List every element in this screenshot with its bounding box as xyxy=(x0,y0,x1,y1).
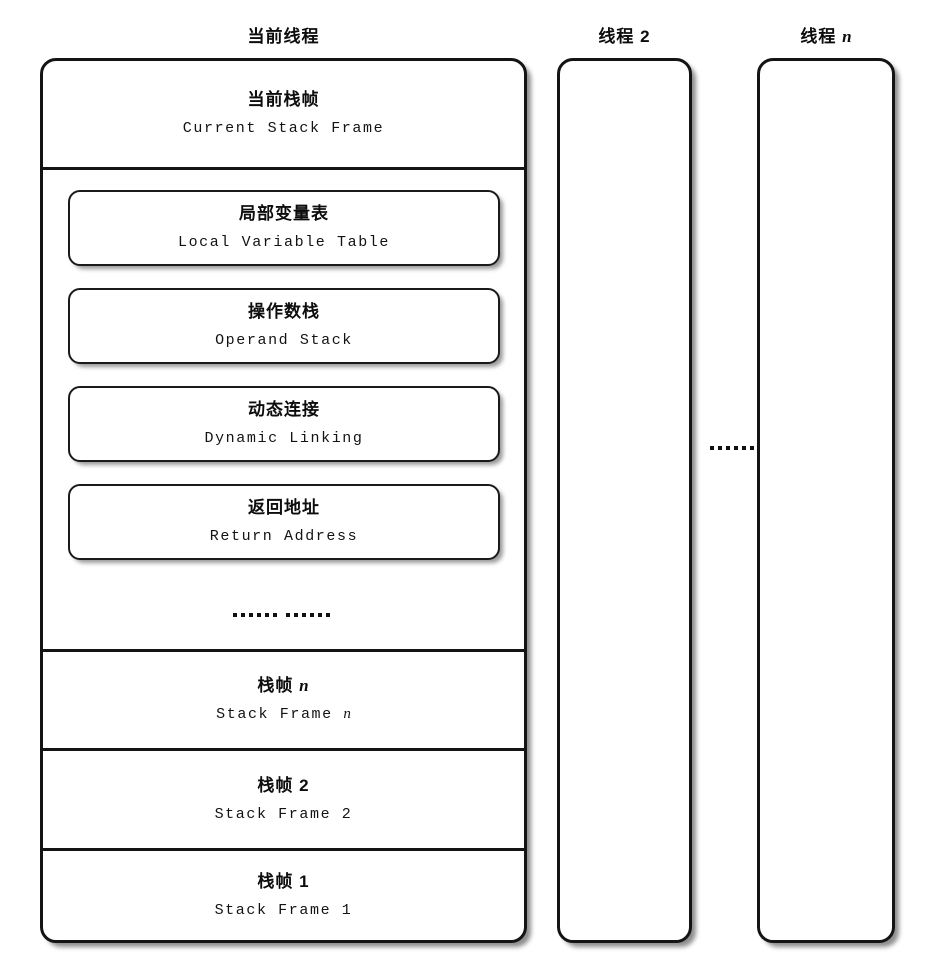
column-heading-thread-n: 线程 n xyxy=(757,22,895,47)
column-heading-current-thread: 当前线程 xyxy=(40,22,527,47)
stack-frame-n-label-en: Stack Frame n xyxy=(216,705,351,725)
current-stack-frame-cell: 当前栈帧 Current Stack Frame xyxy=(43,61,524,167)
ellipsis-group-2 xyxy=(286,613,330,617)
local-variable-table-box[interactable]: 局部变量表 Local Variable Table xyxy=(68,190,500,266)
column-heading-thread-2-label: 线程 2 xyxy=(598,27,651,46)
stack-frame-1-row: 栈帧 1 Stack Frame 1 xyxy=(43,848,524,940)
stack-frame-2-row: 栈帧 2 Stack Frame 2 xyxy=(43,748,524,848)
current-stack-frame-label-cn: 当前栈帧 xyxy=(247,90,320,110)
operand-stack-label-cn: 操作数栈 xyxy=(248,302,320,322)
stack-frame-n-label-en-suffix: n xyxy=(343,706,351,723)
stack-frame-1-label-cn: 栈帧 1 xyxy=(257,871,309,892)
dynamic-linking-label-cn: 动态连接 xyxy=(248,400,320,420)
stack-frame-2-label-en-text: Stack Frame 2 xyxy=(214,805,353,823)
operand-stack-box[interactable]: 操作数栈 Operand Stack xyxy=(68,288,500,364)
column-heading-thread-n-label: 线程 xyxy=(800,27,843,46)
column-heading-thread-n-suffix: n xyxy=(842,27,852,46)
stack-frame-1-label-en: Stack Frame 1 xyxy=(215,901,353,921)
thread-2-stack-container xyxy=(557,58,692,943)
current-stack-frame-body xyxy=(43,167,524,649)
operand-stack-label-en: Operand Stack xyxy=(215,332,353,350)
stack-frame-n-label-en-text: Stack Frame xyxy=(216,706,344,724)
stack-frame-n-label-cn-text: 栈帧 xyxy=(257,676,300,696)
return-address-label-cn: 返回地址 xyxy=(248,498,320,518)
current-frame-ellipsis-icon xyxy=(233,613,330,617)
threads-ellipsis-group xyxy=(710,446,754,450)
current-stack-frame-label-en: Current Stack Frame xyxy=(182,120,385,138)
current-thread-stack-container: 当前栈帧 Current Stack Frame 局部变量表 Local Var… xyxy=(40,58,527,943)
ellipsis-group-1 xyxy=(233,613,277,617)
dynamic-linking-box[interactable]: 动态连接 Dynamic Linking xyxy=(68,386,500,462)
local-variable-table-label-en: Local Variable Table xyxy=(177,234,391,252)
stack-frame-1-label-cn-text: 栈帧 1 xyxy=(257,871,310,891)
local-variable-table-label-cn: 局部变量表 xyxy=(239,204,329,224)
return-address-box[interactable]: 返回地址 Return Address xyxy=(68,484,500,560)
stack-frame-n-row: 栈帧 n Stack Frame n xyxy=(43,649,524,748)
column-heading-thread-2: 线程 2 xyxy=(557,22,692,47)
threads-ellipsis-icon xyxy=(710,446,754,450)
stack-frame-n-label-cn-suffix: n xyxy=(299,676,310,696)
thread-n-stack-container xyxy=(757,58,895,943)
stack-frame-1-label-en-text: Stack Frame 1 xyxy=(214,901,353,919)
return-address-label-en: Return Address xyxy=(209,528,359,546)
stack-frame-2-label-cn: 栈帧 2 xyxy=(257,775,309,796)
stack-frame-n-label-cn: 栈帧 n xyxy=(257,675,309,696)
dynamic-linking-label-en: Dynamic Linking xyxy=(204,430,364,448)
stack-frame-2-label-en: Stack Frame 2 xyxy=(215,805,353,825)
stack-frame-2-label-cn-text: 栈帧 2 xyxy=(257,775,310,795)
column-heading-current-thread-label: 当前线程 xyxy=(247,27,320,46)
